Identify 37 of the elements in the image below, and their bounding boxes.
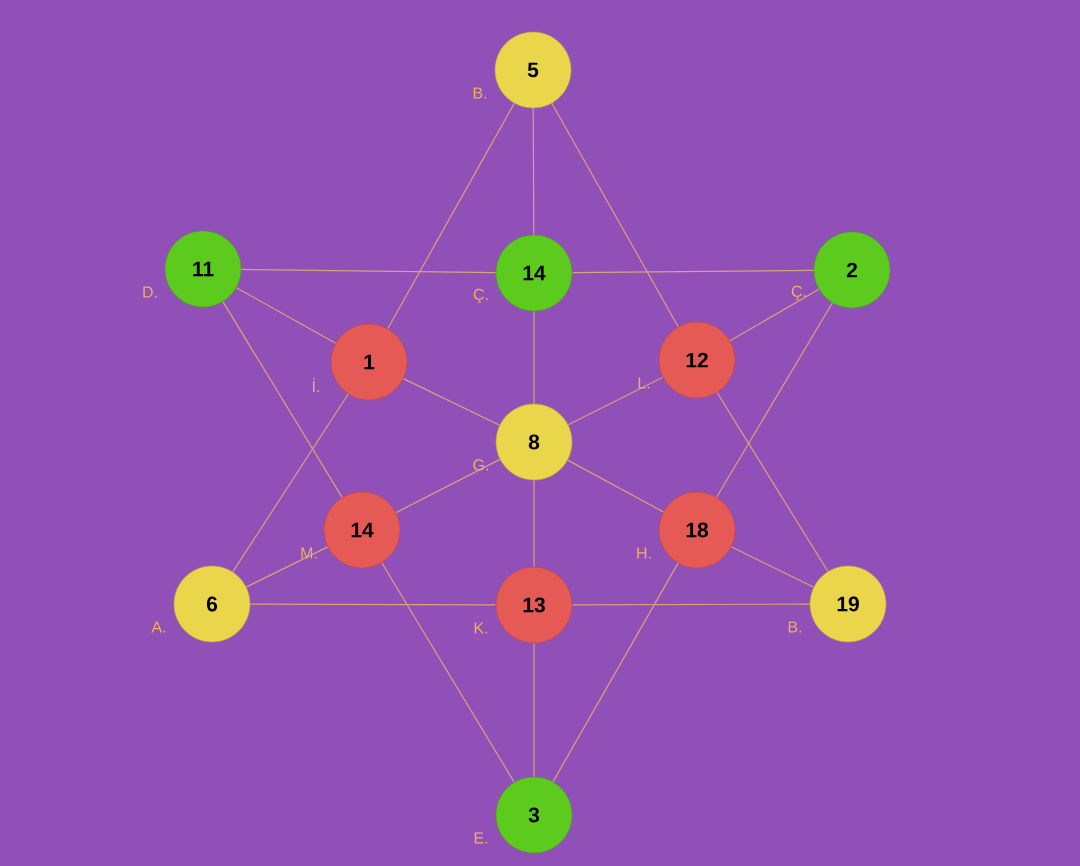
connecting-line [381, 562, 515, 783]
connecting-line [395, 458, 501, 514]
connecting-line [730, 546, 815, 588]
connecting-line [533, 479, 535, 568]
connecting-line [552, 562, 679, 783]
connecting-line [571, 269, 815, 274]
connecting-line [551, 102, 679, 328]
node-letter: Ç. [791, 285, 806, 301]
connecting-line [249, 603, 497, 606]
connecting-line [240, 268, 497, 274]
node-letter: E. [474, 832, 488, 844]
connecting-line [567, 376, 664, 426]
connecting-line [532, 107, 535, 236]
connecting-line [235, 287, 337, 344]
node-letter: D. [143, 286, 157, 298]
node-letter: L. [638, 377, 650, 389]
connecting-line [232, 393, 349, 573]
connecting-line [222, 301, 343, 498]
connecting-line [402, 378, 501, 426]
node-letter: G. [473, 459, 488, 471]
node-letter: Ç. [473, 288, 488, 304]
connecting-line [715, 302, 834, 498]
node-letter: H. [637, 547, 651, 559]
connecting-line [729, 288, 820, 342]
connecting-line [571, 603, 811, 606]
node-letter: M. [301, 547, 317, 559]
node-letter: B. [473, 87, 487, 99]
connecting-line [245, 546, 329, 588]
connecting-line [387, 102, 515, 330]
connecting-line [567, 459, 664, 513]
node-letter: A. [151, 621, 166, 633]
node-letter: B. [788, 621, 802, 633]
connecting-line [533, 642, 535, 778]
connecting-line [533, 310, 535, 405]
node-letter: İ. [313, 378, 319, 392]
node-letter: K. [474, 622, 488, 634]
connecting-line [716, 391, 829, 573]
